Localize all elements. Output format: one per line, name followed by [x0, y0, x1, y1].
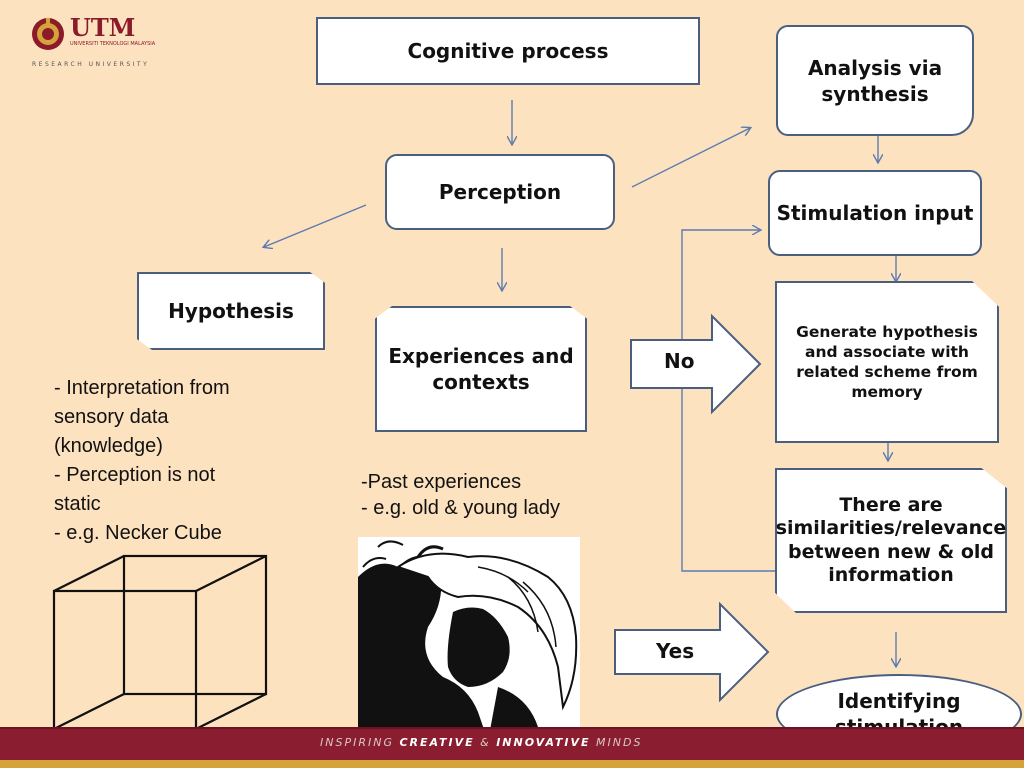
perception-box: Perception	[385, 154, 615, 230]
footer-part: INNOVATIVE	[496, 736, 591, 749]
logo-subtitle: UNIVERSITI TEKNOLOGI MALAYSIA	[70, 41, 156, 47]
hypothesis-box: Hypothesis	[137, 272, 325, 350]
footer-tagline: INSPIRING CREATIVE & INNOVATIVE MINDS	[320, 736, 642, 749]
utm-crest-icon	[32, 18, 64, 50]
note-line: (knowledge)	[54, 435, 163, 457]
experiences-contexts-box: Experiences and contexts	[375, 306, 587, 432]
arrow-perception-to-hypothesis	[264, 204, 367, 247]
note-line: -Past experiences	[361, 471, 522, 493]
footer-part: MINDS	[596, 736, 643, 749]
footer-band	[0, 727, 1024, 762]
note-line: - e.g. old & young lady	[361, 497, 561, 519]
note-line: sensory data	[54, 406, 169, 428]
generate-hypothesis-box: Generate hypothesis and associate with r…	[775, 281, 999, 443]
cognitive-process-box: Cognitive process	[316, 17, 700, 85]
stimulation-input-box: Stimulation input	[768, 170, 982, 256]
analysis-via-synthesis-box: Analysis via synthesis	[776, 25, 974, 136]
yes-label: Yes	[656, 639, 695, 663]
footer-part: CREATIVE	[399, 736, 475, 749]
footer-part: &	[480, 736, 491, 749]
footer-gold-strip	[0, 760, 1024, 768]
note-line: - Interpretation from	[54, 377, 230, 399]
note-line: static	[54, 493, 101, 515]
arrow-perception-to-analysis	[631, 128, 750, 188]
note-line: - e.g. Necker Cube	[54, 522, 222, 544]
hypothesis-notes: - Interpretation from sensory data (know…	[54, 374, 314, 548]
note-line: - Perception is not	[54, 464, 216, 486]
logo-tagline: RESEARCH UNIVERSITY	[32, 61, 150, 68]
logo-name: UTM	[70, 13, 136, 42]
experience-notes: -Past experiences - e.g. old & young lad…	[361, 469, 641, 521]
similarities-box: There are similarities/relevance between…	[775, 468, 1007, 613]
no-label: No	[664, 349, 695, 373]
loop-back-connector	[681, 230, 776, 572]
footer-part: INSPIRING	[320, 736, 394, 749]
old-young-lady-image	[358, 537, 580, 741]
